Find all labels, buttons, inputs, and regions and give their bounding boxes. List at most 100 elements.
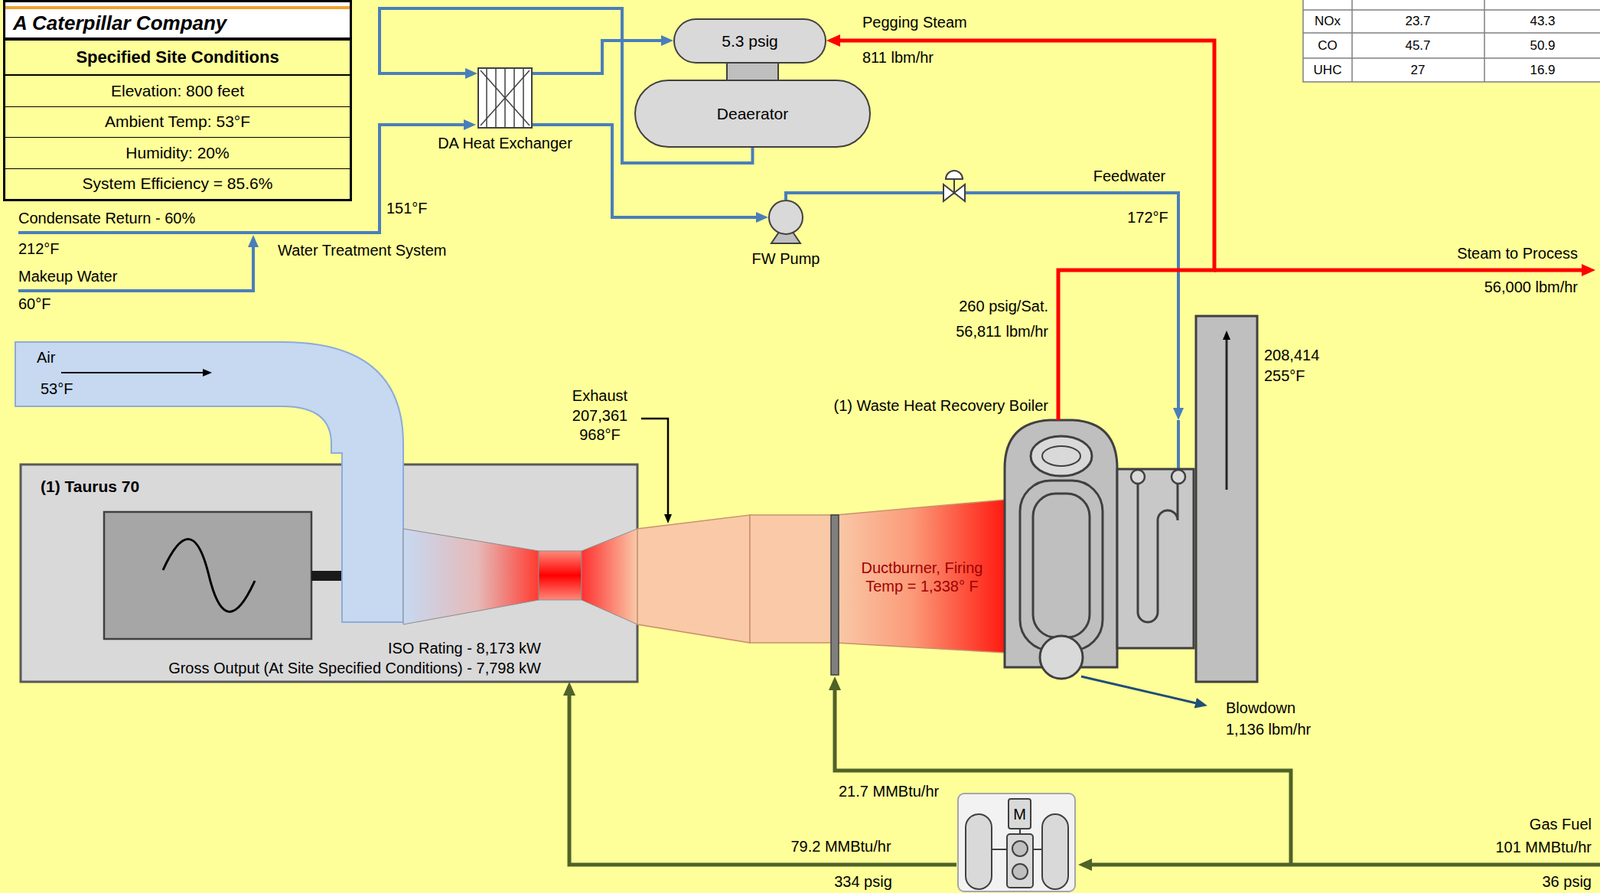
site-conditions-table: Specified Site ConditionsElevation: 800 … (3, 38, 352, 202)
exhaust-duct (749, 514, 837, 643)
stream-label: Steam to Process (1456, 244, 1578, 263)
air-inlet-duct (15, 342, 404, 623)
stream-label: Blowdown (1225, 699, 1296, 717)
flow-label: 56,000 lbm/hr (1484, 278, 1578, 297)
heat-exchanger-core (477, 67, 533, 129)
waste-heat-boiler (1195, 316, 1258, 682)
turbine-enclosure: (1) Taurus 70 ISO Rating - 8,173 kWGross … (20, 464, 638, 682)
heat-exchanger-core (477, 67, 533, 129)
control-valve (953, 179, 955, 193)
blowdown-line (1081, 676, 1203, 705)
table-row: System Efficiency = 85.6% (5, 169, 350, 200)
gas-compressor (1032, 848, 1043, 851)
gas-compressor (958, 793, 1076, 892)
air-inlet: Air53°F (15, 342, 284, 407)
turbine-package (311, 570, 343, 581)
temperature-label: 212°F (18, 240, 60, 258)
air-inlet-duct (15, 342, 404, 623)
turbine-package (20, 464, 638, 682)
waste-heat-boiler (1032, 493, 1090, 638)
burner-note: Ductburner, Firing Temp = 1,338° F (853, 558, 991, 596)
table-cell: 23.7 (1404, 13, 1431, 30)
temperature-label: 172°F (1127, 208, 1169, 227)
exhaust-duct (637, 514, 750, 643)
pressure-vessel: 5.3 psig (673, 18, 827, 64)
flow-label: 207,361 (572, 407, 628, 425)
heat-exchanger-core (504, 68, 506, 128)
recovery-boiler: (1) Waste Heat Recovery Boiler (1004, 420, 1194, 681)
exhaust-leader (641, 418, 669, 520)
gas-compressor (1019, 828, 1021, 835)
emissions-table (1303, 0, 1600, 82)
heat-exchanger-core (495, 68, 497, 128)
fuel-rate-label: 79.2 MMBtu/hr (790, 837, 891, 856)
flow-label: 56,811 lbm/hr (955, 322, 1049, 341)
waste-heat-boiler (1171, 469, 1186, 484)
water-pipe (18, 239, 254, 291)
exhaust-duct (637, 499, 1005, 675)
control-valve (954, 184, 965, 202)
waste-heat-boiler (1117, 469, 1194, 649)
table-cell: 16.9 (1529, 62, 1555, 79)
heat-exchanger-core (485, 68, 488, 128)
equipment-label: DA Heat Exchanger (437, 134, 573, 153)
motor-letter: M (1008, 800, 1031, 829)
blowdown-line (1081, 676, 1203, 705)
table-cell: NOx (1314, 13, 1341, 30)
temperature-label: 255°F (1264, 367, 1306, 385)
table-heading: Specified Site Conditions (5, 40, 350, 76)
table-row: Elevation: 800 feet (5, 75, 350, 108)
waste-heat-boiler (1137, 483, 1178, 623)
flow-label: 1,136 lbm/hr (1225, 720, 1311, 739)
waste-heat-boiler (1004, 420, 1118, 668)
table-cell: 50.9 (1529, 38, 1555, 54)
rating-note: Gross Output (At Site Specified Conditio… (168, 659, 541, 678)
stack-arrow (1225, 334, 1229, 490)
emissions-table (1303, 9, 1600, 11)
fuel-rate-label: 21.7 MMBtu/hr (838, 782, 939, 801)
stream-label: Pegging Steam (862, 13, 968, 32)
table-cell: CO (1317, 38, 1338, 54)
stream-label: Condensate Return - 60% (18, 209, 196, 228)
heat-exchanger: DA Heat Exchanger (477, 67, 533, 129)
vessel-label: 5.3 psig (721, 32, 779, 51)
table-cell: 27 (1410, 62, 1426, 79)
gas-compressor (1012, 863, 1028, 880)
table-cell: UHC (1313, 62, 1343, 79)
temperature-label: 968°F (579, 426, 621, 444)
steam-pipe (1214, 268, 1591, 273)
heat-exchanger-core (522, 68, 525, 128)
gas-compressor (958, 793, 1076, 892)
stream-label: Makeup Water (18, 267, 118, 286)
turbine-package (20, 464, 638, 682)
waste-heat-boiler (1039, 635, 1083, 679)
rating-note: ISO Rating - 8,173 kW (387, 639, 541, 658)
waste-heat-boiler (1004, 316, 1258, 682)
company-header: A Caterpillar Company (3, 0, 352, 40)
control-valve (943, 184, 955, 202)
fuel-rate-label: 101 MMBtu/hr (1495, 838, 1592, 857)
equipment-title: (1) Taurus 70 (40, 477, 140, 496)
equipment-label: FW Pump (752, 250, 821, 268)
fuel-pipe (569, 686, 957, 865)
control-valve (945, 170, 963, 180)
temperature-label: 151°F (386, 199, 428, 218)
feedwater-pipe (785, 192, 1179, 416)
stream-label: Gas Fuel (1529, 815, 1592, 834)
stream-label: Exhaust (572, 387, 628, 405)
waste-heat-boiler (1019, 480, 1103, 651)
deaerator-tank: Deaerator (634, 79, 871, 148)
fuel-pipe (834, 681, 1600, 865)
water-pipe (532, 40, 669, 74)
fuel-pipe (1082, 863, 1600, 867)
gas-compressor (1008, 798, 1031, 829)
gas-compressor (1006, 834, 1033, 888)
turbine-package (104, 511, 312, 639)
stack-arrow (1225, 334, 1229, 490)
steam-pipe (830, 40, 1215, 421)
vessel-neck (726, 61, 779, 82)
table-row: Humidity: 20% (5, 137, 350, 170)
stream-temperature: 53°F (40, 380, 73, 398)
pressure-label: 36 psig (1542, 873, 1593, 891)
